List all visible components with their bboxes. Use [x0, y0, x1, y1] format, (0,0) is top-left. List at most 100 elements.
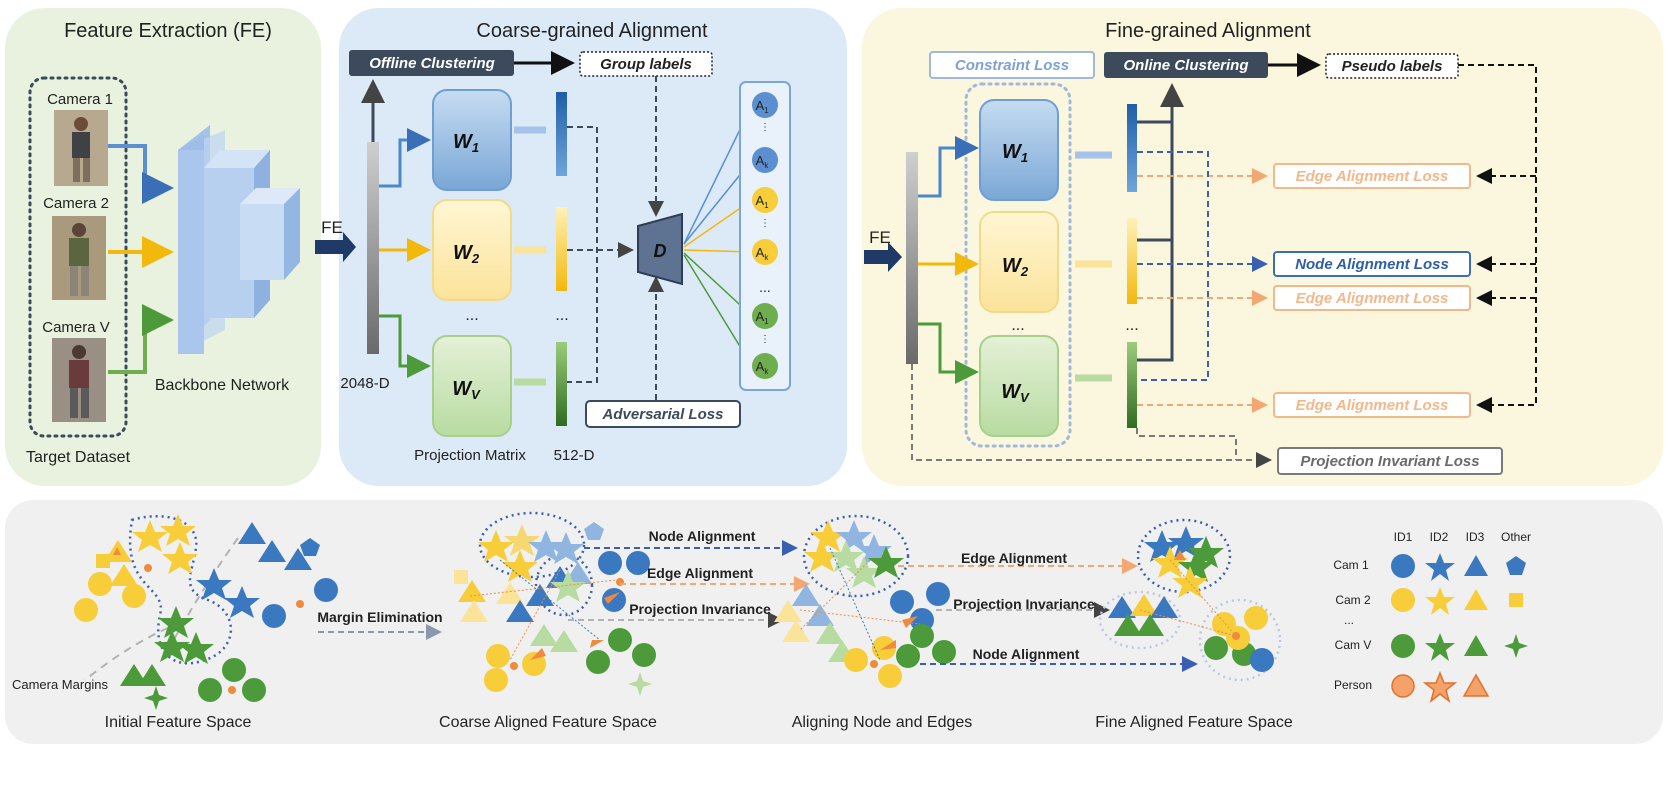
person-image-2 — [52, 216, 106, 300]
w2-box — [432, 199, 512, 301]
edge-alignment-label-1: Edge Alignment — [647, 565, 753, 581]
edge-loss-box-3 — [1273, 392, 1471, 418]
svg-text:...: ... — [759, 279, 771, 295]
caption-fine: Fine Aligned Feature Space — [1095, 714, 1293, 731]
discriminator-label: D — [654, 241, 667, 261]
wv-box — [432, 335, 512, 437]
legend-row-person: Person — [1334, 678, 1372, 692]
coarse-bar-3 — [556, 342, 567, 426]
coarse-bar-1 — [556, 92, 567, 176]
dim-in-label: 2048-D — [340, 375, 389, 392]
caption-initial: Initial Feature Space — [105, 714, 252, 731]
camera-v-label: Camera V — [42, 319, 110, 336]
svg-text:⋮: ⋮ — [760, 122, 770, 133]
proj-inv-loss-box — [1277, 447, 1503, 475]
camv-arrow — [108, 304, 174, 374]
svg-text:⋮: ⋮ — [760, 334, 770, 345]
coarse-bar-2 — [556, 207, 567, 291]
fe-arrow-coarse — [315, 232, 356, 262]
constraint-loss-box — [929, 51, 1095, 79]
legend-col-other: Other — [1501, 530, 1531, 544]
fine-panel — [862, 8, 1663, 486]
group-labels-label: Group labels — [600, 56, 692, 73]
backbone-network-icon — [178, 125, 300, 354]
dataset-box — [28, 76, 128, 438]
legend-row-camv: Cam V — [1335, 638, 1372, 652]
offline-clustering-box — [349, 50, 514, 76]
node-loss-box — [1273, 251, 1471, 277]
a-label-6: Ak — [756, 359, 770, 376]
coarse-aligned-space — [454, 511, 656, 696]
w2-label: W2 — [453, 242, 480, 266]
cam1-arrow — [108, 144, 174, 204]
legend-row-dots: ... — [1344, 613, 1354, 627]
caption-aligning: Aligning Node and Edges — [792, 714, 973, 731]
fine-bar-1 — [1127, 104, 1137, 192]
camera-2-label: Camera 2 — [43, 195, 109, 212]
coarse-fe-label: FE — [321, 218, 343, 237]
a-label-2: Ak — [756, 153, 770, 170]
a-label-1: A1 — [755, 98, 769, 115]
fe-title: Feature Extraction (FE) — [64, 20, 272, 42]
fine-wv-box — [979, 335, 1059, 437]
coarse-bar-dots: ... — [555, 307, 568, 324]
fine-w-dots: ... — [1011, 317, 1024, 334]
proj-invariance-label-1: Projection Invariance — [629, 601, 771, 617]
edge-loss-label-2: Edge Alignment Loss — [1296, 290, 1449, 307]
bottom-panel — [5, 500, 1663, 744]
proj-inv-loss-label: Projection Invariant Loss — [1300, 453, 1479, 470]
w1-box — [432, 89, 512, 191]
node-alignment-label-2: Node Alignment — [973, 646, 1080, 662]
w1-label: W1 — [453, 131, 479, 155]
fine-bar-dots: ... — [1125, 317, 1138, 334]
fine-fe-label: FE — [869, 228, 891, 247]
pseudo-labels-label: Pseudo labels — [1342, 58, 1443, 75]
wv-label: WV — [452, 378, 481, 402]
camera-1-label: Camera 1 — [47, 91, 113, 108]
backbone-label: Backbone Network — [155, 377, 290, 394]
edge-alignment-label-2: Edge Alignment — [961, 550, 1067, 566]
node-alignment-label-1: Node Alignment — [649, 528, 756, 544]
fine-bar-3 — [1127, 342, 1137, 428]
adversarial-loss-label: Adversarial Loss — [602, 406, 724, 423]
fine-w1-label: W1 — [1002, 141, 1028, 165]
fine-w1-box — [979, 99, 1059, 201]
camera-margins-label: Camera Margins — [12, 677, 109, 692]
online-clustering-label: Online Clustering — [1123, 57, 1248, 74]
fine-w2-box — [979, 211, 1059, 313]
fine-w2-label: W2 — [1002, 255, 1029, 279]
fine-aligned-space — [1098, 518, 1282, 682]
coarse-title: Coarse-grained Alignment — [476, 20, 708, 42]
node-loss-label: Node Alignment Loss — [1295, 256, 1449, 273]
group-labels-box — [579, 51, 713, 77]
edge-loss-box-1 — [1273, 163, 1471, 189]
target-dataset-label: Target Dataset — [26, 449, 131, 466]
fine-title: Fine-grained Alignment — [1105, 20, 1311, 42]
adversarial-loss-box — [585, 400, 741, 428]
svg-text:⋮: ⋮ — [760, 218, 770, 229]
discriminator-shape — [637, 212, 683, 286]
initial-feature-space — [74, 514, 338, 710]
legend-col-id1: ID1 — [1394, 530, 1413, 544]
fine-wv-label: WV — [1001, 381, 1030, 405]
legend: ID1 ID2 ID3 Other Cam 1 Cam 2 ... Cam V … — [1333, 530, 1531, 703]
a-label-5: A1 — [755, 309, 769, 326]
edge-loss-box-2 — [1273, 285, 1471, 311]
a-label-3: A1 — [755, 193, 769, 210]
caption-coarse: Coarse Aligned Feature Space — [439, 714, 657, 731]
dim-out-label: 512-D — [554, 447, 595, 464]
coarse-w-dots: ... — [465, 307, 478, 324]
legend-row-cam1: Cam 1 — [1333, 558, 1369, 572]
legend-col-id2: ID2 — [1430, 530, 1449, 544]
fe-arrow-fine — [864, 242, 902, 272]
output-nodes: ⋮ ⋮ ... ⋮ — [752, 92, 778, 379]
edge-loss-label-1: Edge Alignment Loss — [1296, 168, 1449, 185]
projection-matrix-label: Projection Matrix — [414, 447, 526, 464]
person-image-1 — [54, 110, 108, 186]
margin-elim-label: Margin Elimination — [317, 609, 442, 625]
online-clustering-box — [1104, 52, 1268, 78]
fine-feature-bar — [906, 152, 918, 364]
person-image-3 — [52, 338, 106, 422]
legend-col-id3: ID3 — [1466, 530, 1485, 544]
